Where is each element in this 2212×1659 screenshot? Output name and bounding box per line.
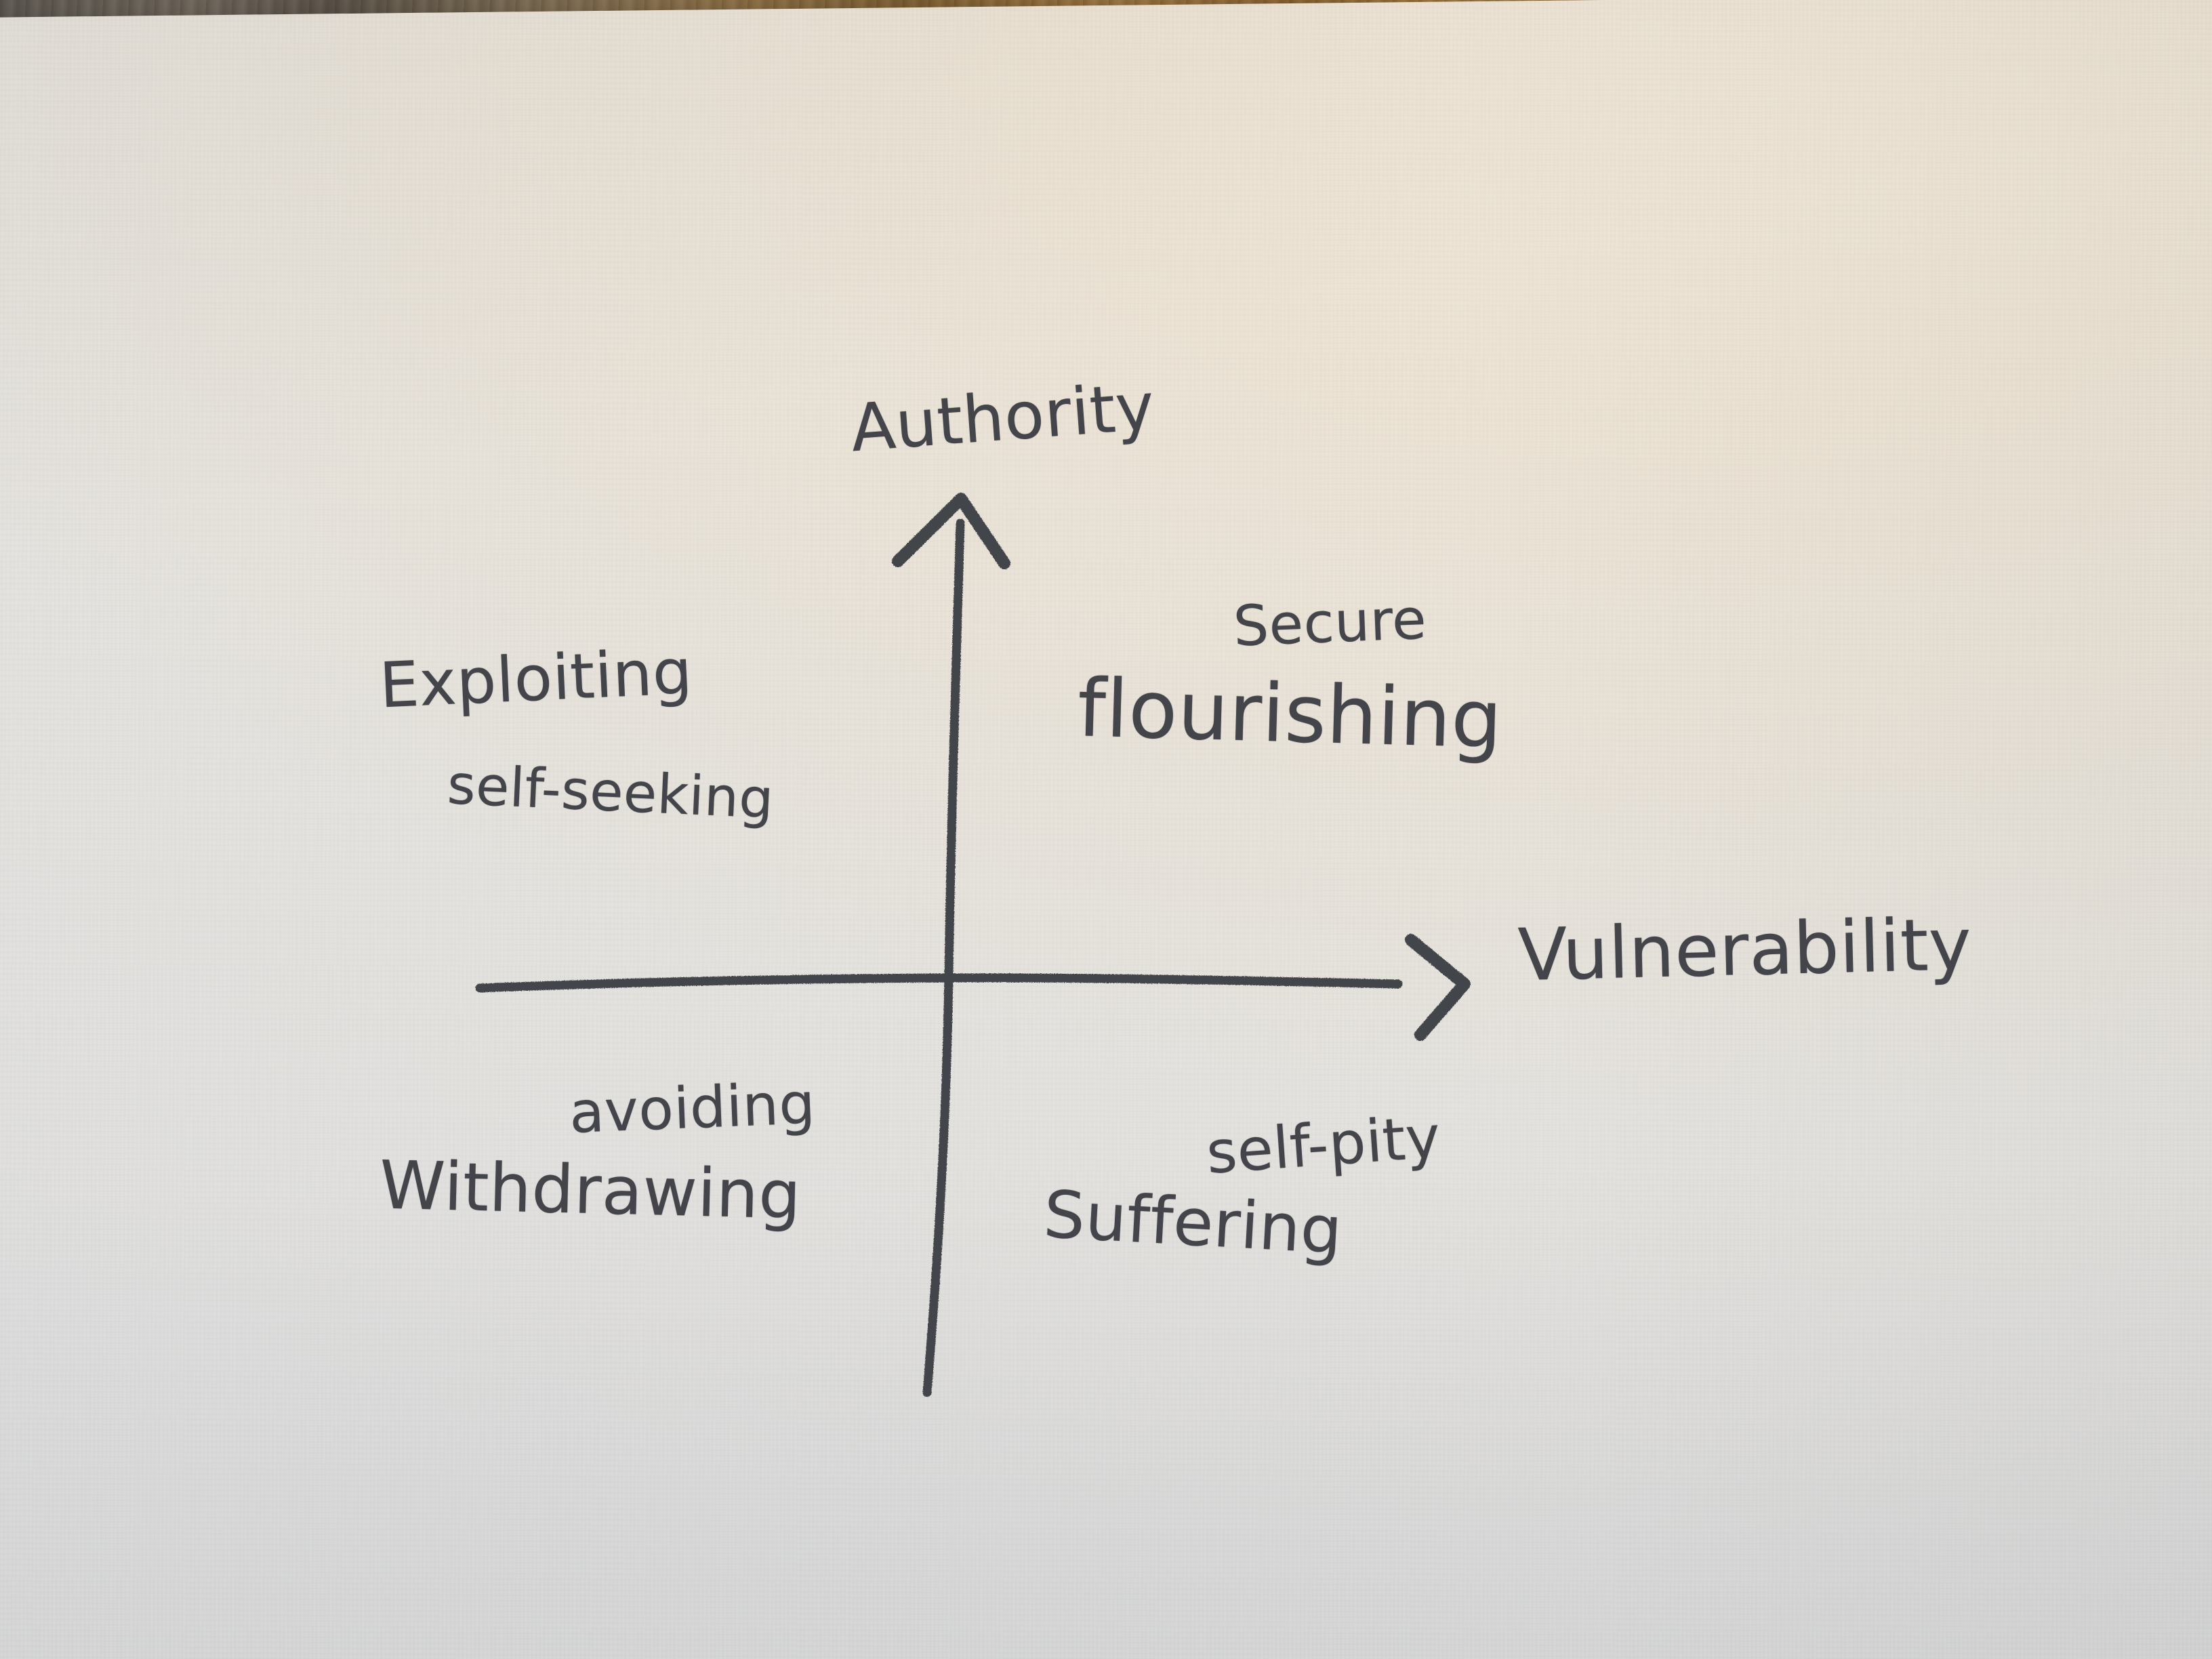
x-axis-label: Vulnerability — [1517, 902, 1973, 998]
quadrant-bottom-left-line1: avoiding — [568, 1070, 817, 1146]
quadrant-top-right-line2: flourishing — [1076, 661, 1504, 766]
quadrant-top-right-line1: Secure — [1232, 587, 1428, 659]
quadrant-top-left-line1: Exploiting — [377, 635, 694, 722]
quadrant-bottom-left-line2: Withdrawing — [378, 1147, 802, 1235]
